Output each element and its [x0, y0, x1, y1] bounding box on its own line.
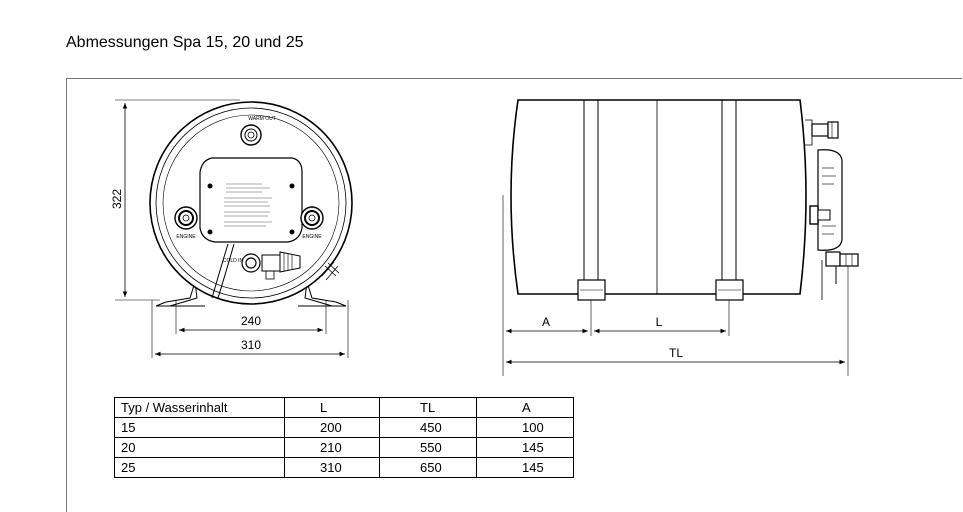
table-cell: 550: [379, 437, 477, 458]
table-cell: 200: [284, 417, 380, 438]
table-cell: 310: [284, 457, 380, 478]
table-row: 15 200 450 100: [114, 417, 574, 438]
inner-width-label: 240: [241, 314, 261, 328]
end-cap-cover: [817, 149, 843, 251]
warm-out-port: [240, 124, 262, 146]
engine-right-label: ENGINE: [302, 234, 322, 240]
engine-left-label: ENGINE: [176, 234, 196, 240]
table-header-row: Typ / Wasserinhalt L TL A: [114, 397, 574, 418]
table-header: TL: [379, 397, 477, 418]
table-header: L: [284, 397, 380, 418]
cold-in-port: [241, 253, 261, 273]
table-cell: 145: [476, 437, 574, 458]
table-cell: 210: [284, 437, 380, 458]
front-view: [115, 99, 353, 358]
tank-body: [510, 99, 807, 295]
table-cell: 100: [476, 417, 574, 438]
table-header: Typ / Wasserinhalt: [114, 397, 285, 418]
drawing-frame: [66, 78, 962, 512]
l-label: L: [656, 315, 663, 329]
table-cell: 25: [114, 457, 285, 478]
warm-out-label: WARM OUT: [248, 116, 276, 122]
tl-label: TL: [669, 346, 683, 360]
table-cell: 450: [379, 417, 477, 438]
side-view: [502, 99, 859, 376]
table-cell: 15: [114, 417, 285, 438]
table-header: A: [476, 397, 574, 418]
a-label: A: [542, 315, 550, 329]
table-cell: 145: [476, 457, 574, 478]
table-cell: 650: [379, 457, 477, 478]
height-label: 322: [110, 189, 124, 209]
cold-in-label: COLD IN: [223, 258, 244, 264]
table-row: 25 310 650 145: [114, 457, 574, 478]
table-cell: 20: [114, 437, 285, 458]
outer-width-label: 310: [241, 338, 261, 352]
dimensions-table: Typ / Wasserinhalt L TL A 15 200 450 100…: [114, 397, 574, 478]
page-title: Abmessungen Spa 15, 20 und 25: [66, 34, 304, 51]
table-row: 20 210 550 145: [114, 437, 574, 458]
